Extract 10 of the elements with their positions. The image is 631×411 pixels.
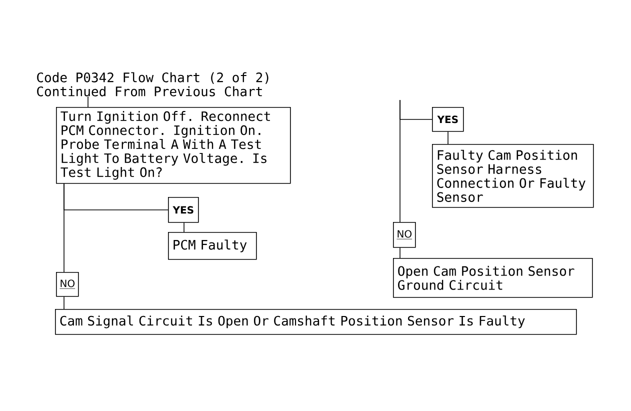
process-box: PCM Faulty — [168, 232, 257, 260]
yes-box: YES — [432, 107, 464, 132]
process-box: Faulty Cam Position Sensor Harness Connection Or Faulty Sensor — [432, 144, 594, 208]
process-box: Turn Ignition Off. Reconnect PCM Connector. Ignition On. Probe Terminal A With A Test Light To Battery Voltage. Is Test Light On? — [56, 107, 291, 184]
no-box: NO — [56, 272, 79, 297]
heading-text: Code P0342 Flow Chart (2 of 2) Continued From Previous Chart — [37, 72, 268, 96]
no-box: NO — [393, 222, 416, 248]
yes-box: YES — [168, 196, 199, 223]
process-box: Cam Signal Circuit Is Open Or Camshaft Position Sensor Is Faulty — [55, 309, 577, 335]
process-box: Open Cam Position Sensor Ground Circuit — [393, 258, 593, 298]
